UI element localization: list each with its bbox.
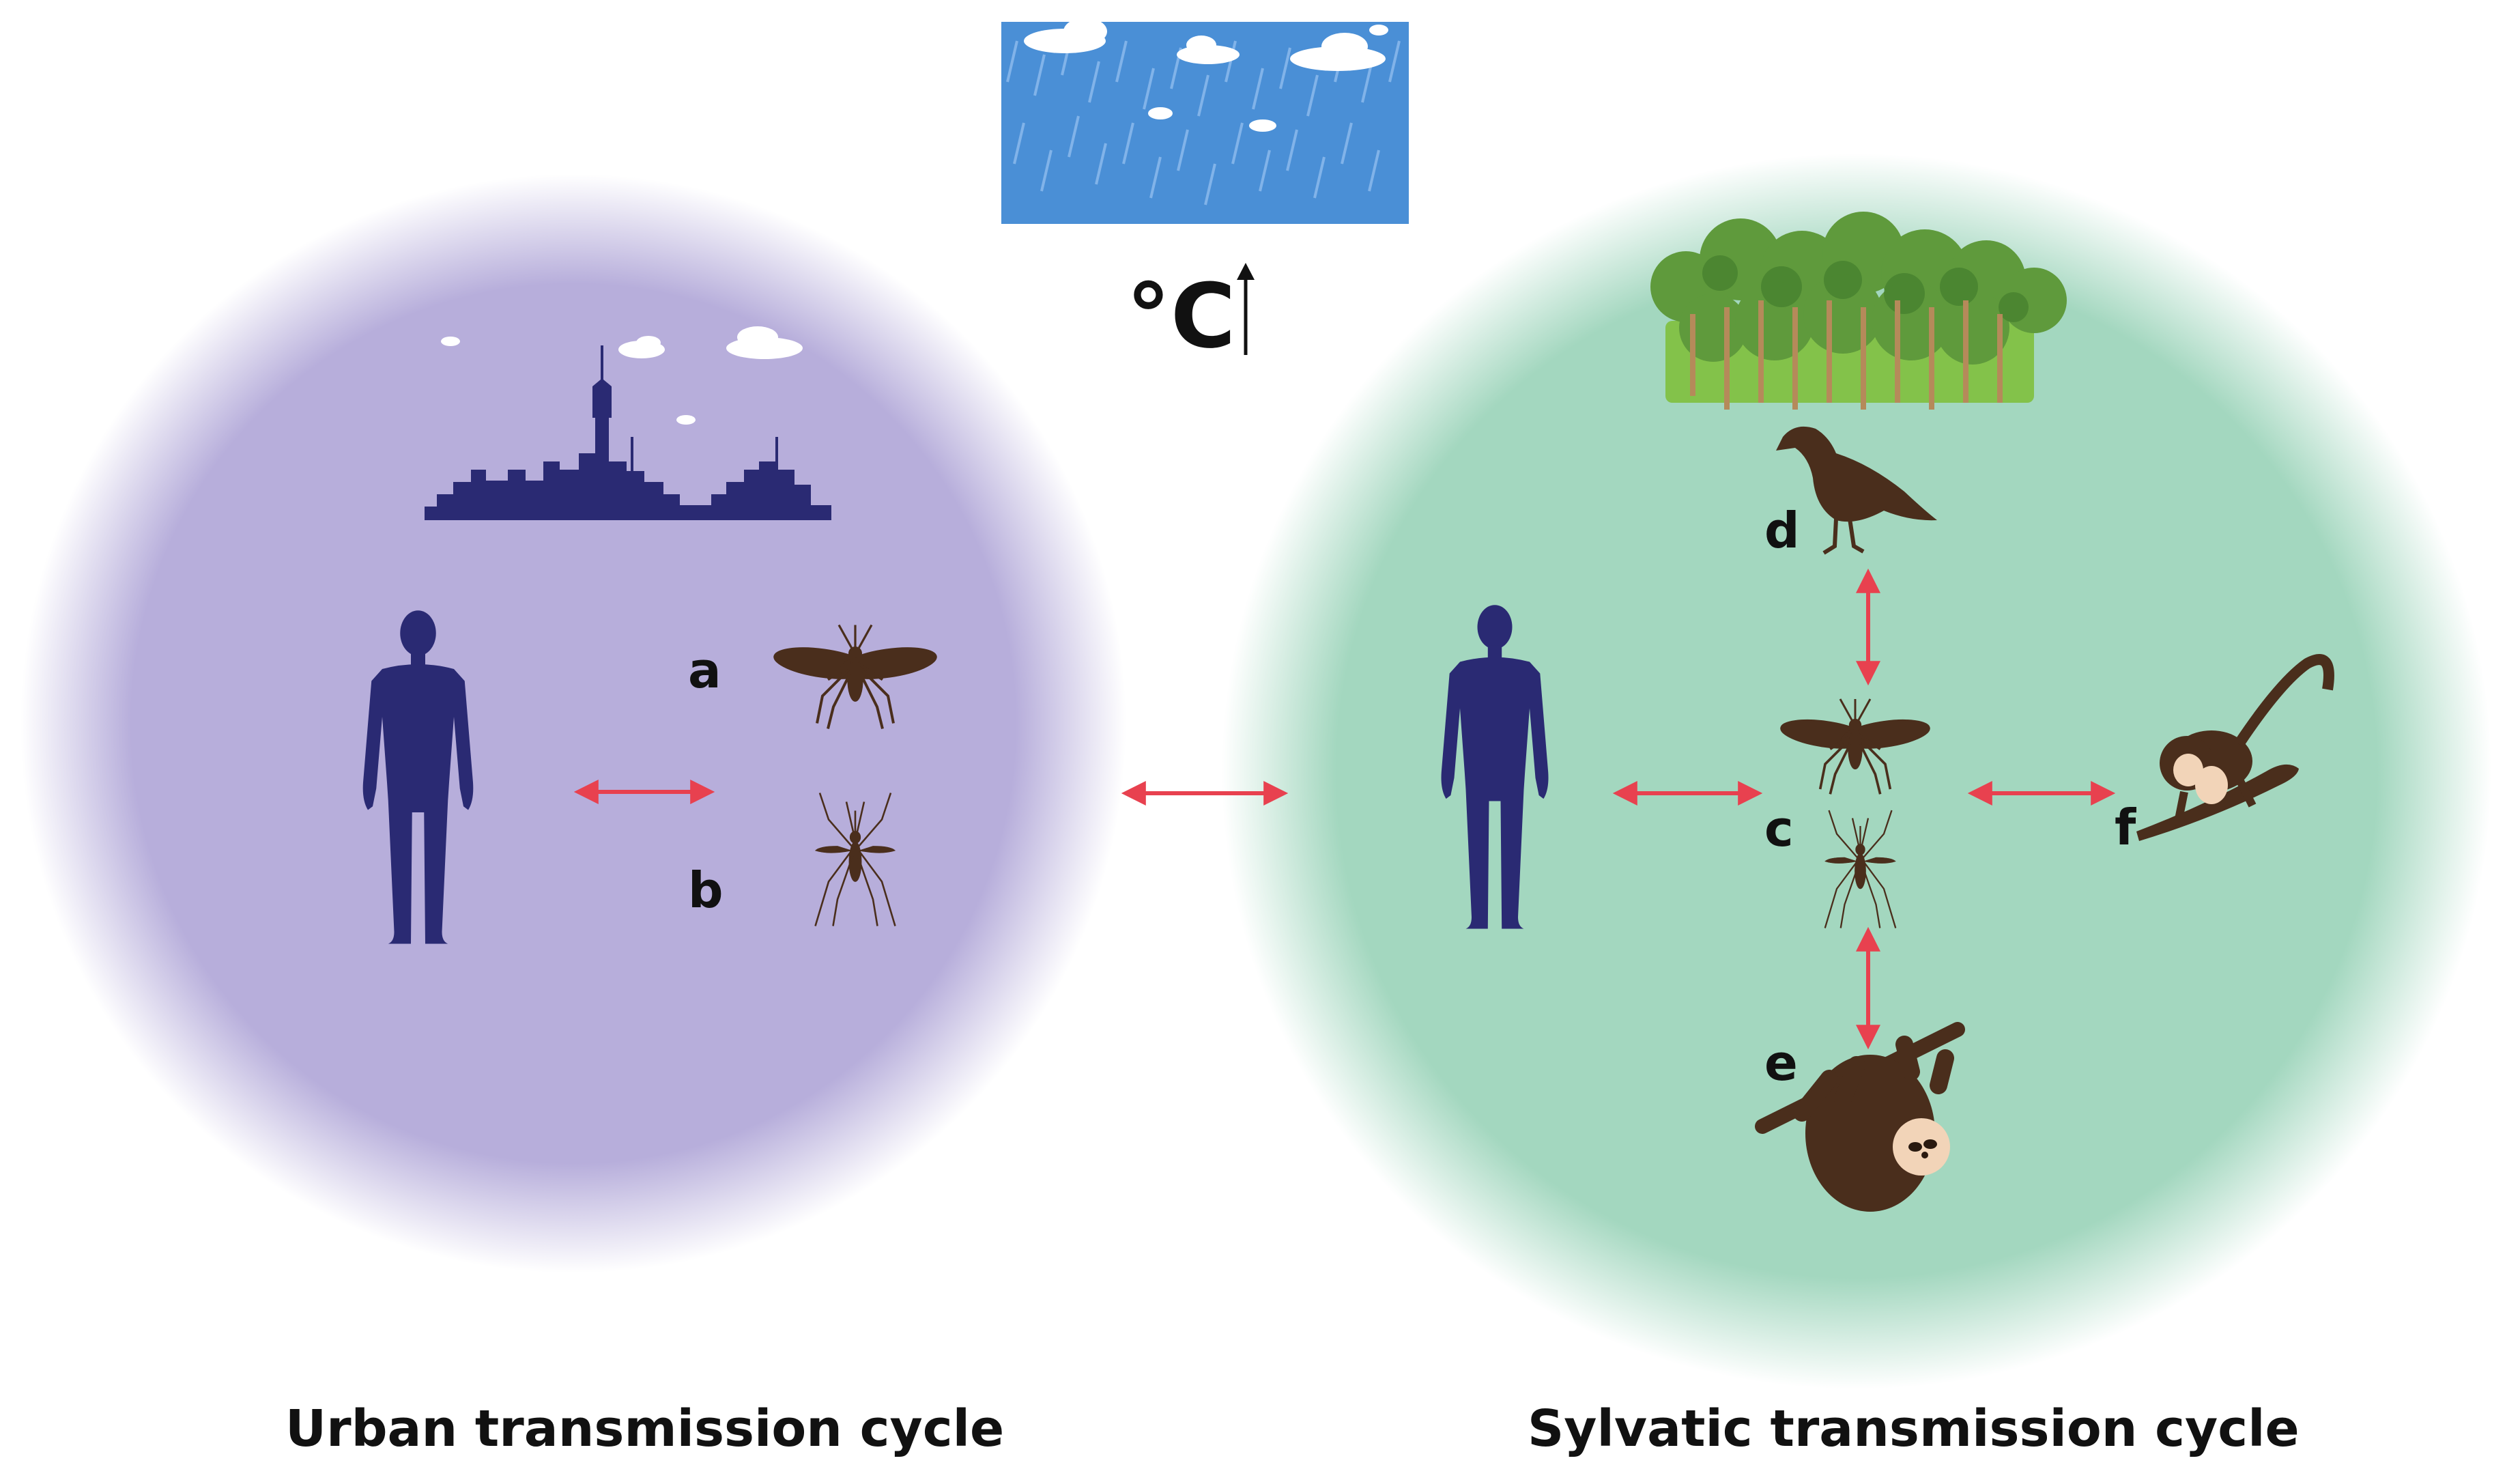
label-f: f (2115, 799, 2136, 856)
rain-climate-icon (1001, 18, 1409, 224)
label-d: d (1764, 502, 1800, 559)
bird-icon (1776, 426, 1937, 555)
monkey-icon (2136, 654, 2334, 841)
city-skyline-icon (425, 326, 831, 520)
urban-cycle-caption: Urban transmission cycle (285, 1399, 1005, 1458)
label-a: a (688, 642, 721, 699)
sylvatic-cycle-area (1222, 154, 2491, 1389)
label-e: e (1764, 1034, 1798, 1092)
label-c: c (1764, 800, 1794, 857)
urban-cycle-area (20, 174, 1126, 1273)
forest-icon (1650, 212, 2067, 410)
temperature-label: °C (1126, 264, 1235, 368)
arrows (573, 568, 2116, 1050)
temperature-up-arrow-icon (1237, 263, 1255, 355)
sylvatic-cycle-caption: Sylvatic transmission cycle (1528, 1399, 2300, 1458)
label-b: b (688, 862, 724, 919)
sloth-icon (1755, 1022, 1965, 1212)
